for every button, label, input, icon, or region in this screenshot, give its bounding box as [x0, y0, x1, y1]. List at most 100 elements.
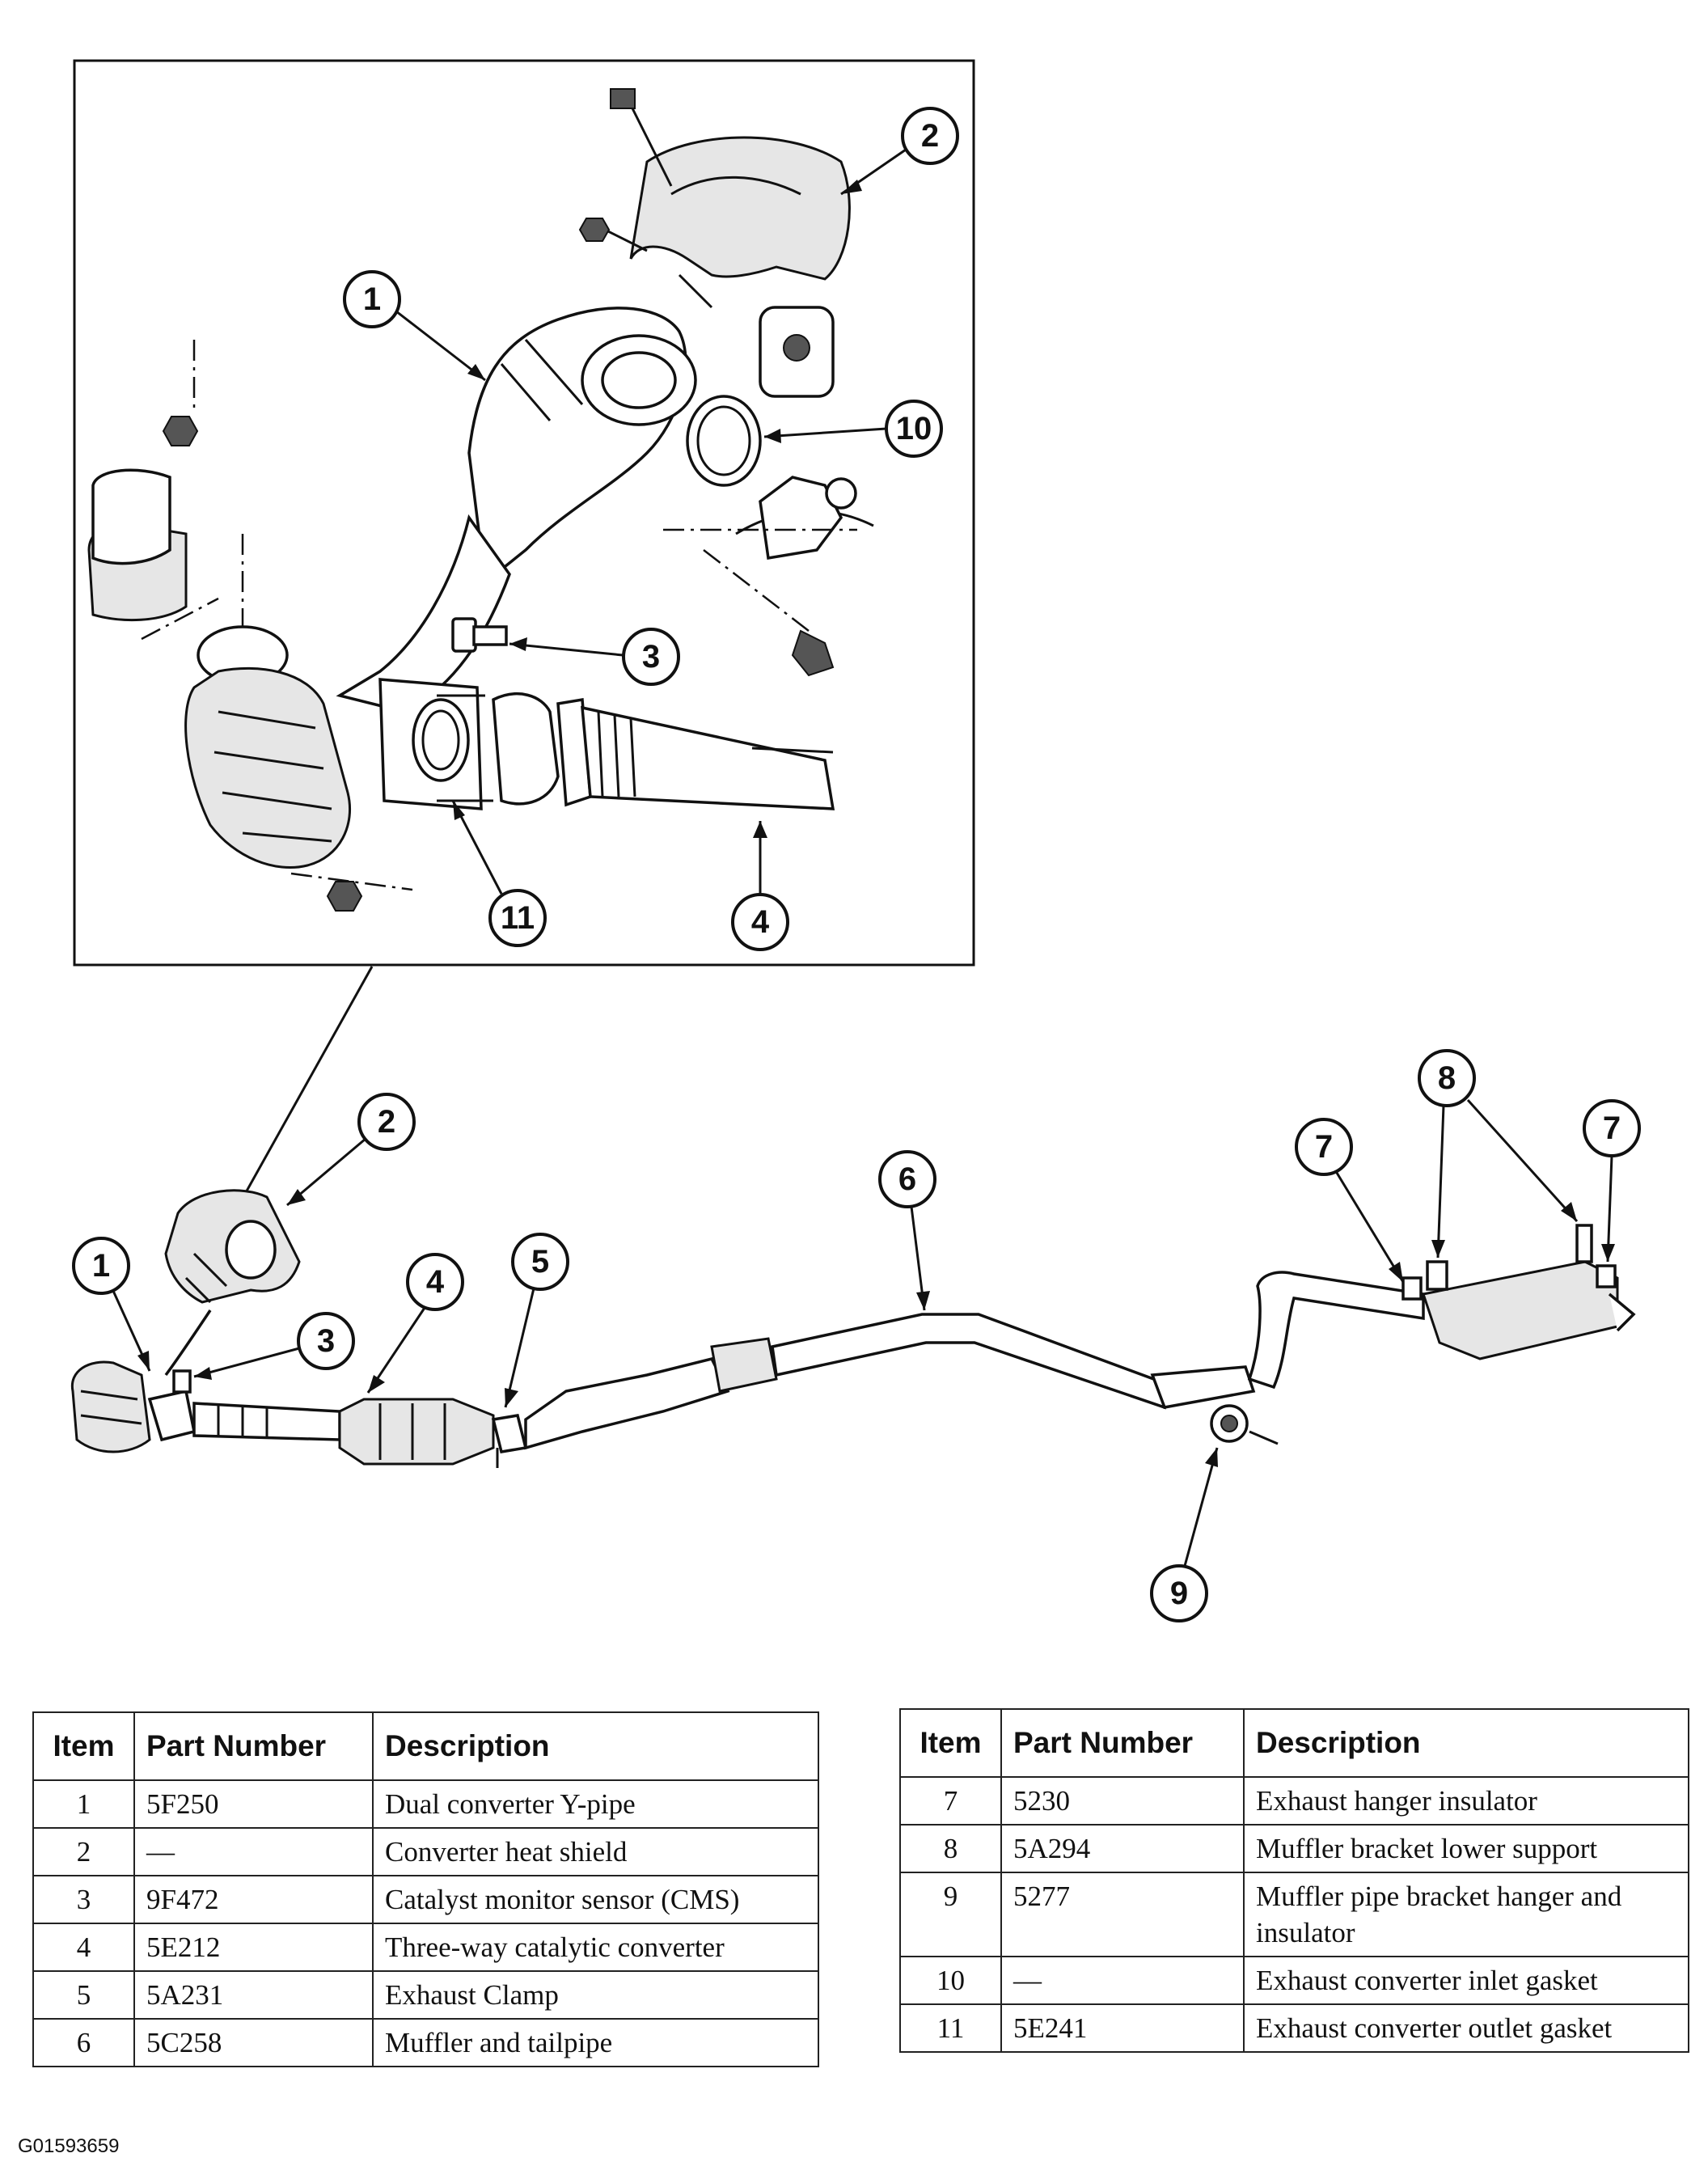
converter-heat-shield-detail — [578, 88, 851, 398]
parts-table-left: Item Part Number Description 1 5F250 Dua… — [32, 1711, 819, 2067]
svg-text:11: 11 — [501, 900, 535, 936]
item-number: 6 — [32, 2018, 135, 2067]
part-number: 9F472 — [133, 1875, 374, 1924]
svg-text:6: 6 — [898, 1161, 916, 1197]
exhaust-manifold-flange-detail — [87, 340, 219, 641]
three-way-catalytic-converter — [338, 1398, 495, 1466]
svg-text:3: 3 — [317, 1323, 335, 1359]
part-number: 5E212 — [133, 1923, 374, 1972]
part-number: 5E241 — [1000, 2003, 1245, 2053]
part-number: — — [133, 1827, 374, 1876]
muffler-bracket-lower-support-front — [1426, 1260, 1448, 1291]
muffler-bracket-lower-support-rear — [1575, 1224, 1593, 1263]
svg-text:2: 2 — [378, 1104, 395, 1140]
table-row: 10 — Exhaust converter inlet gasket — [899, 1956, 1689, 2005]
callout-7-rear: 7 — [1583, 1099, 1641, 1157]
svg-text:4: 4 — [751, 904, 770, 940]
dual-converter-y-pipe — [70, 1360, 151, 1453]
item-number: 7 — [899, 1776, 1002, 1826]
table-row: 9 5277 Muffler pipe bracket hanger and i… — [899, 1872, 1689, 1957]
intermediate-pipe — [524, 1356, 730, 1450]
inset-callout-11: 11 — [488, 889, 547, 947]
callout-3: 3 — [297, 1312, 355, 1370]
inset-callout-1: 1 — [343, 270, 401, 328]
part-description: Exhaust converter outlet gasket — [1243, 2003, 1689, 2053]
item-number: 2 — [32, 1827, 135, 1876]
part-description: Exhaust hanger insulator — [1243, 1776, 1689, 1826]
exhaust-assembly: 2 1 3 4 5 6 7 8 7 9 — [70, 1049, 1641, 1622]
callout-1: 1 — [72, 1237, 130, 1295]
part-number: 5230 — [1000, 1776, 1245, 1826]
inset-frame — [73, 59, 975, 967]
svg-text:1: 1 — [92, 1248, 110, 1284]
column-header-part-number: Part Number — [1000, 1708, 1245, 1778]
inset-detail: 2 1 10 3 11 4 — [73, 59, 975, 967]
part-description: Catalyst monitor sensor (CMS) — [372, 1875, 819, 1924]
column-header-item: Item — [32, 1711, 135, 1781]
inset-callout-4: 4 — [731, 893, 789, 951]
part-description: Exhaust converter inlet gasket — [1243, 1956, 1689, 2005]
item-number: 9 — [899, 1872, 1002, 1957]
item-number: 11 — [899, 2003, 1002, 2053]
muffler — [1422, 1260, 1619, 1360]
part-description: Three-way catalytic converter — [372, 1923, 819, 1972]
item-number: 8 — [899, 1824, 1002, 1873]
table-row: 11 5E241 Exhaust converter outlet gasket — [899, 2003, 1689, 2053]
exhaust-system-diagram: 2 1 10 3 11 4 — [70, 59, 1641, 1622]
column-header-item: Item — [899, 1708, 1002, 1778]
svg-text:5: 5 — [531, 1244, 549, 1280]
table-row: 1 5F250 Dual converter Y-pipe — [32, 1779, 819, 1829]
table-row: 2 — Converter heat shield — [32, 1827, 819, 1876]
callout-7-front: 7 — [1295, 1118, 1353, 1176]
part-number: 5F250 — [133, 1779, 374, 1829]
table-header-row: Item Part Number Description — [32, 1711, 819, 1781]
column-header-description: Description — [1243, 1708, 1689, 1778]
part-number: 5A231 — [133, 1970, 374, 2020]
exhaust-clamp — [491, 1414, 528, 1453]
inset-callout-10: 10 — [885, 400, 943, 458]
muffler-and-tailpipe-pipe — [771, 1313, 1166, 1410]
svg-text:4: 4 — [426, 1264, 445, 1300]
left-converter-detail — [184, 534, 413, 912]
item-number: 5 — [32, 1970, 135, 2020]
part-description: Converter heat shield — [372, 1827, 819, 1876]
catalyst-monitor-sensor — [172, 1369, 192, 1394]
table-header-row: Item Part Number Description — [899, 1708, 1689, 1778]
callout-5: 5 — [511, 1233, 569, 1291]
inset-callout-2: 2 — [901, 107, 959, 165]
item-number: 4 — [32, 1923, 135, 1972]
callout-4: 4 — [406, 1253, 464, 1311]
svg-text:1: 1 — [363, 281, 381, 317]
table-row: 3 9F472 Catalyst monitor sensor (CMS) — [32, 1875, 819, 1924]
part-number: 5A294 — [1000, 1824, 1245, 1873]
table-row: 5 5A231 Exhaust Clamp — [32, 1970, 819, 2020]
item-number: 3 — [32, 1875, 135, 1924]
inset-callout-3: 3 — [622, 628, 680, 686]
column-header-description: Description — [372, 1711, 819, 1781]
part-description: Dual converter Y-pipe — [372, 1779, 819, 1829]
part-number: 5C258 — [133, 2018, 374, 2067]
table-row: 4 5E212 Three-way catalytic converter — [32, 1923, 819, 1972]
svg-text:9: 9 — [1170, 1576, 1188, 1611]
svg-text:2: 2 — [921, 118, 939, 154]
part-number: 5277 — [1000, 1872, 1245, 1957]
part-number: — — [1000, 1956, 1245, 2005]
part-description: Muffler and tailpipe — [372, 2018, 819, 2067]
svg-text:7: 7 — [1603, 1111, 1621, 1146]
item-number: 10 — [899, 1956, 1002, 2005]
callout-6: 6 — [878, 1150, 936, 1208]
part-description: Exhaust Clamp — [372, 1970, 819, 2020]
table-row: 6 5C258 Muffler and tailpipe — [32, 2018, 819, 2067]
table-row: 7 5230 Exhaust hanger insulator — [899, 1776, 1689, 1826]
catalyst-monitor-sensor-detail — [451, 617, 508, 653]
svg-text:3: 3 — [642, 639, 660, 675]
callout-2: 2 — [357, 1093, 416, 1151]
inset-leader-line — [239, 966, 374, 1202]
manifold-area-detail — [663, 476, 874, 677]
svg-text:8: 8 — [1438, 1060, 1456, 1096]
three-way-converter-pipe-detail — [492, 692, 835, 810]
column-header-part-number: Part Number — [133, 1711, 374, 1781]
item-number: 1 — [32, 1779, 135, 1829]
part-description: Muffler bracket lower support — [1243, 1824, 1689, 1873]
outlet-flange-detail — [378, 678, 493, 810]
